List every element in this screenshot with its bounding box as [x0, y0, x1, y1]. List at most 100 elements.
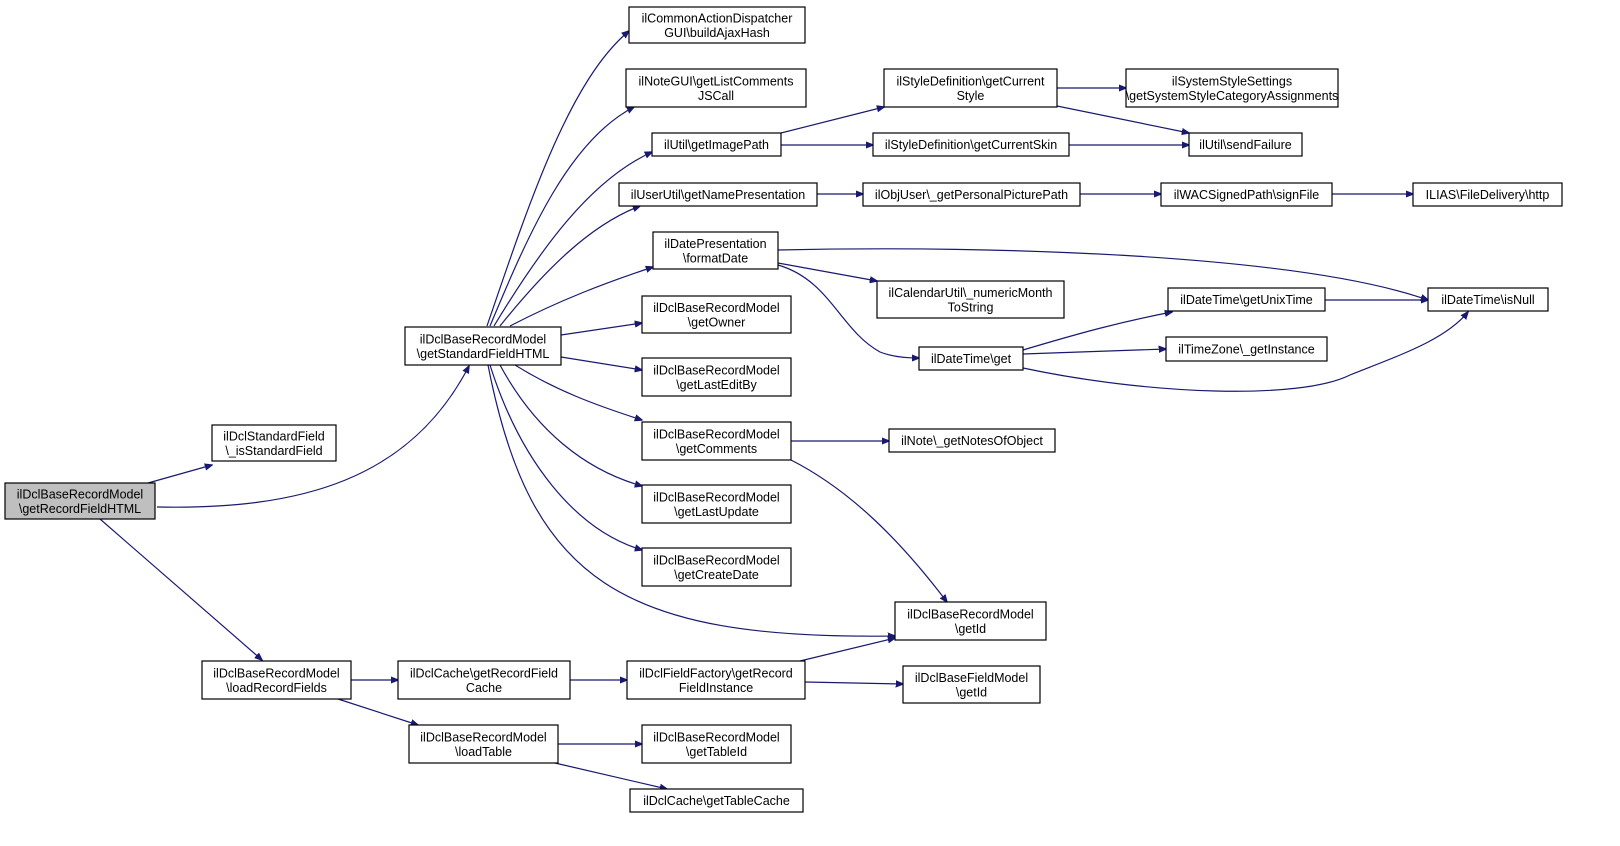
node-label-getListCommentsJSCall-line-1: ilNoteGUI\getListComments — [639, 74, 794, 88]
node-getOwner[interactable]: ilDclBaseRecordModel\getOwner — [641, 295, 792, 334]
node-box-getCurrentStyle — [883, 68, 1058, 108]
node-getNotesOfObject[interactable]: ilNote\_getNotesOfObject — [888, 428, 1056, 453]
node-getStandardFieldHTML[interactable]: ilDclBaseRecordModel\getStandardFieldHTM… — [404, 326, 562, 366]
node-dateTimeGet[interactable]: ilDateTime\get — [918, 346, 1024, 371]
edge-formatDate-to-numericMonthToString — [777, 262, 877, 281]
node-formatDate[interactable]: ilDatePresentation\formatDate — [652, 231, 779, 270]
node-label-getRecordFieldCache-line-2: Cache — [466, 681, 502, 695]
node-label-getNotesOfObject-line-1: ilNote\_getNotesOfObject — [901, 434, 1043, 448]
edge-getComments-to-recordGetId — [790, 459, 947, 602]
edge-dateTimeGet-to-isNull — [1022, 312, 1468, 392]
node-getTableId[interactable]: ilDclBaseRecordModel\getTableId — [641, 724, 792, 764]
node-getSystemStyleCategoryAssignments[interactable]: ilSystemStyleSettings\getSystemStyleCate… — [1125, 68, 1339, 108]
node-label-getLastUpdate-line-2: \getLastUpdate — [674, 505, 759, 519]
node-label-loadRecordFields-line-2: \loadRecordFields — [226, 681, 327, 695]
node-getInstance[interactable]: ilTimeZone\_getInstance — [1165, 336, 1328, 362]
node-box-getComments — [641, 421, 792, 461]
node-box-buildAjaxHash — [628, 6, 806, 44]
node-box-signFile — [1160, 182, 1333, 207]
node-label-getCreateDate-line-2: \getCreateDate — [674, 568, 759, 582]
node-label-getInstance-line-1: ilTimeZone\_getInstance — [1178, 343, 1314, 357]
node-fieldGetId[interactable]: ilDclBaseFieldModel\getId — [902, 665, 1041, 704]
node-http[interactable]: ILIAS\FileDelivery\http — [1412, 182, 1563, 207]
node-recordGetId[interactable]: ilDclBaseRecordModel\getId — [894, 601, 1047, 641]
node-getPersonalPicturePath[interactable]: ilObjUser\_getPersonalPicturePath — [862, 182, 1081, 207]
node-box-getStandardFieldHTML — [404, 326, 562, 366]
node-box-getTableId — [641, 724, 792, 764]
node-label-getPersonalPicturePath-line-1: ilObjUser\_getPersonalPicturePath — [875, 188, 1068, 202]
node-label-getLastUpdate-line-1: ilDclBaseRecordModel — [653, 490, 779, 504]
node-label-recordGetId-line-2: \getId — [955, 622, 986, 636]
node-box-loadTable — [408, 724, 559, 764]
node-label-getStandardFieldHTML-line-1: ilDclBaseRecordModel — [420, 332, 546, 346]
node-label-buildAjaxHash-line-1: ilCommonActionDispatcher — [642, 11, 793, 25]
node-getComments[interactable]: ilDclBaseRecordModel\getComments — [641, 421, 792, 461]
node-label-fieldGetId-line-2: \getId — [956, 685, 987, 699]
node-label-isStandardField-line-1: ilDclStandardField — [223, 429, 324, 443]
node-getCreateDate[interactable]: ilDclBaseRecordModel\getCreateDate — [641, 547, 792, 587]
node-root[interactable]: ilDclBaseRecordModel\getRecordFieldHTML — [4, 482, 156, 520]
edge-dateTimeGet-to-getUnixTime — [1022, 312, 1172, 351]
edge-getStandardFieldHTML-to-getComments — [514, 364, 642, 420]
node-getImagePath[interactable]: ilUtil\getImagePath — [651, 132, 782, 157]
node-label-numericMonthToString-line-1: ilCalendarUtil\_numericMonth — [889, 286, 1053, 300]
node-label-sendFailure-line-1: ilUtil\sendFailure — [1199, 138, 1291, 152]
node-box-dateTimeGet — [918, 346, 1024, 371]
node-box-getRecordFieldCache — [397, 660, 571, 700]
node-getTableCache[interactable]: ilDclCache\getTableCache — [629, 788, 804, 813]
edge-getStandardFieldHTML-to-getNamePresentation — [499, 206, 640, 327]
edge-getStandardFieldHTML-to-formatDate — [509, 267, 653, 327]
node-box-loadRecordFields — [201, 660, 352, 700]
node-label-getNamePresentation-line-1: ilUserUtil\getNamePresentation — [631, 188, 805, 202]
node-loadRecordFields[interactable]: ilDclBaseRecordModel\loadRecordFields — [201, 660, 352, 700]
node-box-getListCommentsJSCall — [625, 68, 807, 108]
node-box-isStandardField — [211, 424, 337, 462]
edge-getStandardFieldHTML-to-recordGetId — [487, 364, 895, 636]
node-box-getPersonalPicturePath — [862, 182, 1081, 207]
node-signFile[interactable]: ilWACSignedPath\signFile — [1160, 182, 1333, 207]
node-buildAjaxHash[interactable]: ilCommonActionDispatcherGUI\buildAjaxHas… — [628, 6, 806, 44]
edge-root-to-getStandardFieldHTML — [156, 366, 469, 508]
edges-layer — [99, 31, 1468, 789]
node-label-getTableId-line-2: \getTableId — [686, 745, 747, 759]
edge-getStandardFieldHTML-to-buildAjaxHash — [486, 31, 629, 327]
node-box-getCurrentSkin — [872, 132, 1070, 157]
node-getUnixTime[interactable]: ilDateTime\getUnixTime — [1167, 287, 1326, 312]
node-box-getNotesOfObject — [888, 428, 1056, 453]
node-getCurrentSkin[interactable]: ilStyleDefinition\getCurrentSkin — [872, 132, 1070, 157]
node-label-recordGetId-line-1: ilDclBaseRecordModel — [907, 607, 1033, 621]
node-getLastUpdate[interactable]: ilDclBaseRecordModel\getLastUpdate — [641, 484, 792, 524]
node-getLastEditBy[interactable]: ilDclBaseRecordModel\getLastEditBy — [641, 357, 792, 397]
node-label-getLastEditBy-line-2: \getLastEditBy — [676, 378, 757, 392]
node-label-buildAjaxHash-line-2: GUI\buildAjaxHash — [664, 26, 770, 40]
edge-root-to-isStandardField — [147, 465, 212, 484]
node-getNamePresentation[interactable]: ilUserUtil\getNamePresentation — [618, 182, 818, 207]
node-label-getRecordFieldCache-line-1: ilDclCache\getRecordField — [410, 666, 558, 680]
node-label-getComments-line-1: ilDclBaseRecordModel — [653, 427, 779, 441]
edge-dateTimeGet-to-getInstance — [1022, 349, 1166, 355]
node-box-getImagePath — [651, 132, 782, 157]
node-label-getLastEditBy-line-1: ilDclBaseRecordModel — [653, 363, 779, 377]
node-loadTable[interactable]: ilDclBaseRecordModel\loadTable — [408, 724, 559, 764]
edge-loadRecordFields-to-loadTable — [337, 698, 418, 725]
node-isNull[interactable]: ilDateTime\isNull — [1427, 287, 1549, 312]
node-isStandardField[interactable]: ilDclStandardField\_isStandardField — [211, 424, 337, 462]
node-box-fieldGetId — [902, 665, 1041, 704]
node-label-numericMonthToString-line-2: ToString — [948, 300, 994, 314]
node-label-getCreateDate-line-1: ilDclBaseRecordModel — [653, 553, 779, 567]
node-label-getCurrentStyle-line-2: Style — [957, 89, 985, 103]
node-sendFailure[interactable]: ilUtil\sendFailure — [1188, 132, 1303, 157]
node-box-getUnixTime — [1167, 287, 1326, 312]
node-label-getTableCache-line-1: ilDclCache\getTableCache — [643, 794, 790, 808]
node-label-http-line-1: ILIAS\FileDelivery\http — [1426, 188, 1550, 202]
node-box-http — [1412, 182, 1563, 207]
edge-getStandardFieldHTML-to-getListCommentsJSCall — [489, 107, 634, 327]
edge-getRecordFieldInstance-to-recordGetId — [799, 638, 895, 662]
node-box-recordGetId — [894, 601, 1047, 641]
node-box-getLastUpdate — [641, 484, 792, 524]
